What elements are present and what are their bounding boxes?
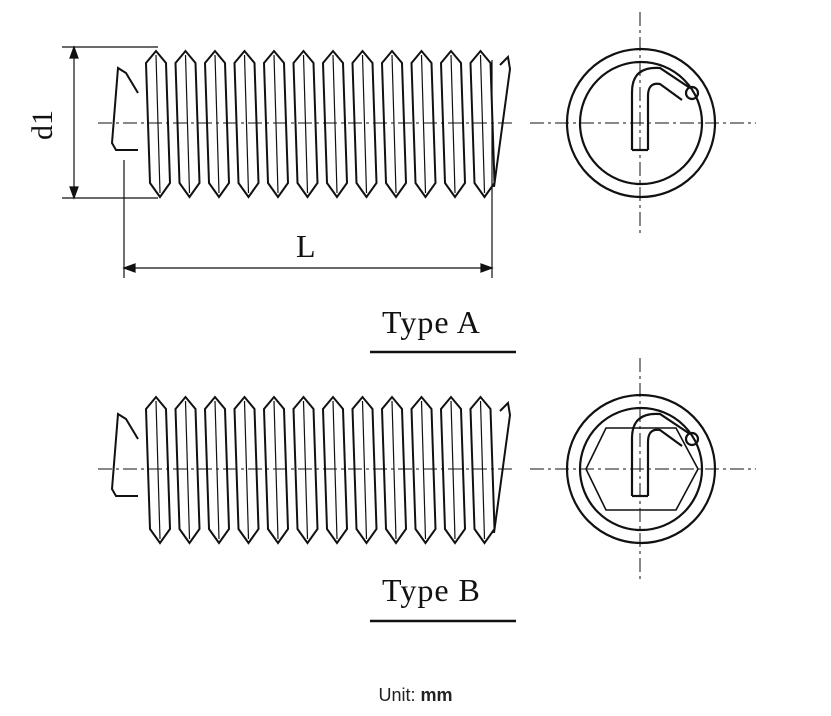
coil-turn-crest bbox=[361, 54, 368, 194]
coil-end bbox=[493, 400, 512, 534]
coil-turn-crest bbox=[391, 54, 397, 194]
coil-turn-crest bbox=[479, 54, 486, 194]
unit-note: Unit: mm bbox=[0, 685, 831, 706]
type-underlines bbox=[370, 350, 516, 623]
unit-prefix: Unit: bbox=[378, 685, 416, 705]
type-a-label: Type A bbox=[382, 304, 481, 340]
diameter-label: d1 bbox=[26, 110, 59, 140]
coil-turn-crest bbox=[361, 400, 368, 540]
coil-turn-crest bbox=[391, 400, 397, 540]
type-b-coil-side-view bbox=[110, 395, 512, 545]
dimension-lines bbox=[62, 45, 494, 278]
coil-turn-crest bbox=[450, 400, 456, 540]
length-label: L bbox=[296, 228, 316, 264]
coil-turn-crest bbox=[420, 54, 427, 194]
unit-value: mm bbox=[420, 685, 453, 705]
coil-turn-crest bbox=[273, 54, 279, 194]
coil-turn-crest bbox=[243, 54, 250, 194]
coil-turn-crest bbox=[450, 54, 456, 194]
coil-turn-crest bbox=[302, 400, 309, 540]
coil-turn-crest bbox=[155, 400, 161, 540]
type-b-label: Type B bbox=[382, 572, 481, 608]
coil-turn-crest bbox=[214, 400, 220, 540]
coil-tang bbox=[110, 66, 139, 151]
type-a-coil-side-view bbox=[110, 49, 512, 199]
type-a-end-view bbox=[565, 47, 717, 199]
coil-turn-crest bbox=[184, 54, 191, 194]
coil-turn-crest bbox=[479, 400, 486, 540]
coil-end bbox=[493, 54, 512, 188]
coil-tang bbox=[110, 412, 139, 497]
coil-turn-crest bbox=[332, 400, 338, 540]
coil-turn-crest bbox=[273, 400, 279, 540]
type-b-end-view bbox=[565, 393, 717, 545]
coil-turn-crest bbox=[302, 54, 309, 194]
coil-turn-crest bbox=[184, 400, 191, 540]
coil-turn-crest bbox=[332, 54, 338, 194]
coil-turn-crest bbox=[243, 400, 250, 540]
coil-turn-crest bbox=[155, 54, 161, 194]
coil-turn-crest bbox=[420, 400, 427, 540]
coil-turn-crest bbox=[214, 54, 220, 194]
